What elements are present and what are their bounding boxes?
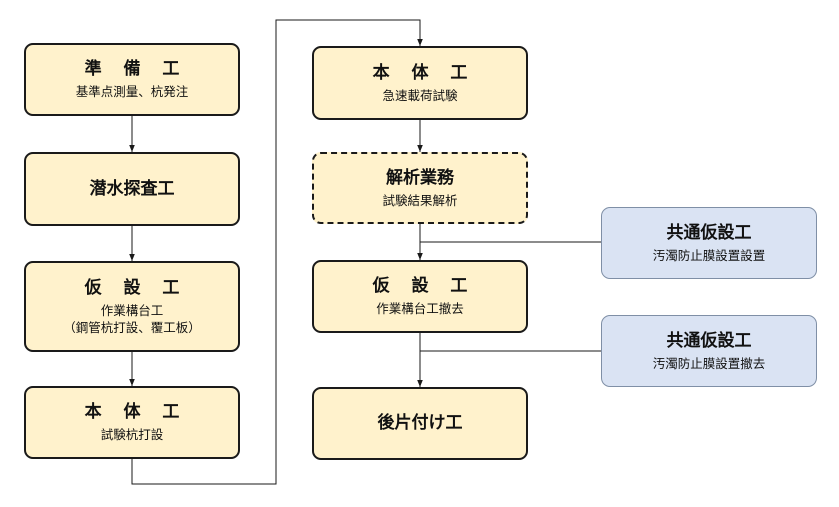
box-hontai-2: 本 体 工 急速載荷試験: [312, 46, 528, 120]
box-junbi: 準 備 工 基準点測量、杭発注: [24, 43, 240, 116]
box-kyotsu-1: 共通仮設工 汚濁防止膜設置設置: [601, 207, 817, 279]
box-kasetsu-1-sub-1: 作業構台工: [100, 302, 164, 318]
box-kasetsu-1: 仮 設 工 作業構台工 （鋼管杭打設、覆工板）: [24, 261, 240, 352]
box-kasetsu-1-sub-2: （鋼管杭打設、覆工板）: [63, 319, 201, 335]
box-junbi-title: 準 備 工: [84, 59, 188, 79]
box-atokatazuke: 後片付け工: [312, 387, 528, 460]
arrow-hontai-to-right-column: [131, 19, 423, 485]
box-hontai-2-sub: 急速載荷試験: [382, 87, 458, 103]
box-hontai-1: 本 体 工 試験杭打設: [24, 386, 240, 459]
box-kasetsu-2-sub: 作業構台工撤去: [376, 301, 464, 316]
box-sensui-title: 潜水探査工: [89, 178, 175, 199]
box-kaiseki-title: 解析業務: [386, 167, 454, 188]
box-hontai-1-title: 本 体 工: [84, 402, 188, 422]
box-kaiseki-sub: 試験結果解析: [382, 192, 458, 208]
box-kyotsu-2-title: 共通仮設工: [666, 330, 752, 351]
box-kyotsu-1-title: 共通仮設工: [666, 222, 752, 243]
box-kyotsu-2-sub: 汚濁防止膜設置撤去: [652, 355, 766, 371]
box-kasetsu-2: 仮 設 工 作業構台工撤去: [312, 260, 528, 333]
box-kaiseki: 解析業務 試験結果解析: [312, 152, 528, 224]
box-hontai-2-title: 本 体 工: [372, 62, 476, 83]
box-atokatazuke-title: 後片付け工: [377, 413, 463, 433]
box-kasetsu-2-title: 仮 設 工: [372, 276, 476, 296]
box-hontai-1-sub: 試験杭打設: [100, 427, 164, 442]
box-kyotsu-1-sub: 汚濁防止膜設置設置: [652, 247, 766, 263]
box-kasetsu-1-title: 仮 設 工: [84, 277, 188, 298]
box-kyotsu-2: 共通仮設工 汚濁防止膜設置撤去: [601, 315, 817, 387]
box-sensui: 潜水探査工: [24, 152, 240, 226]
box-junbi-sub: 基準点測量、杭発注: [75, 84, 189, 99]
